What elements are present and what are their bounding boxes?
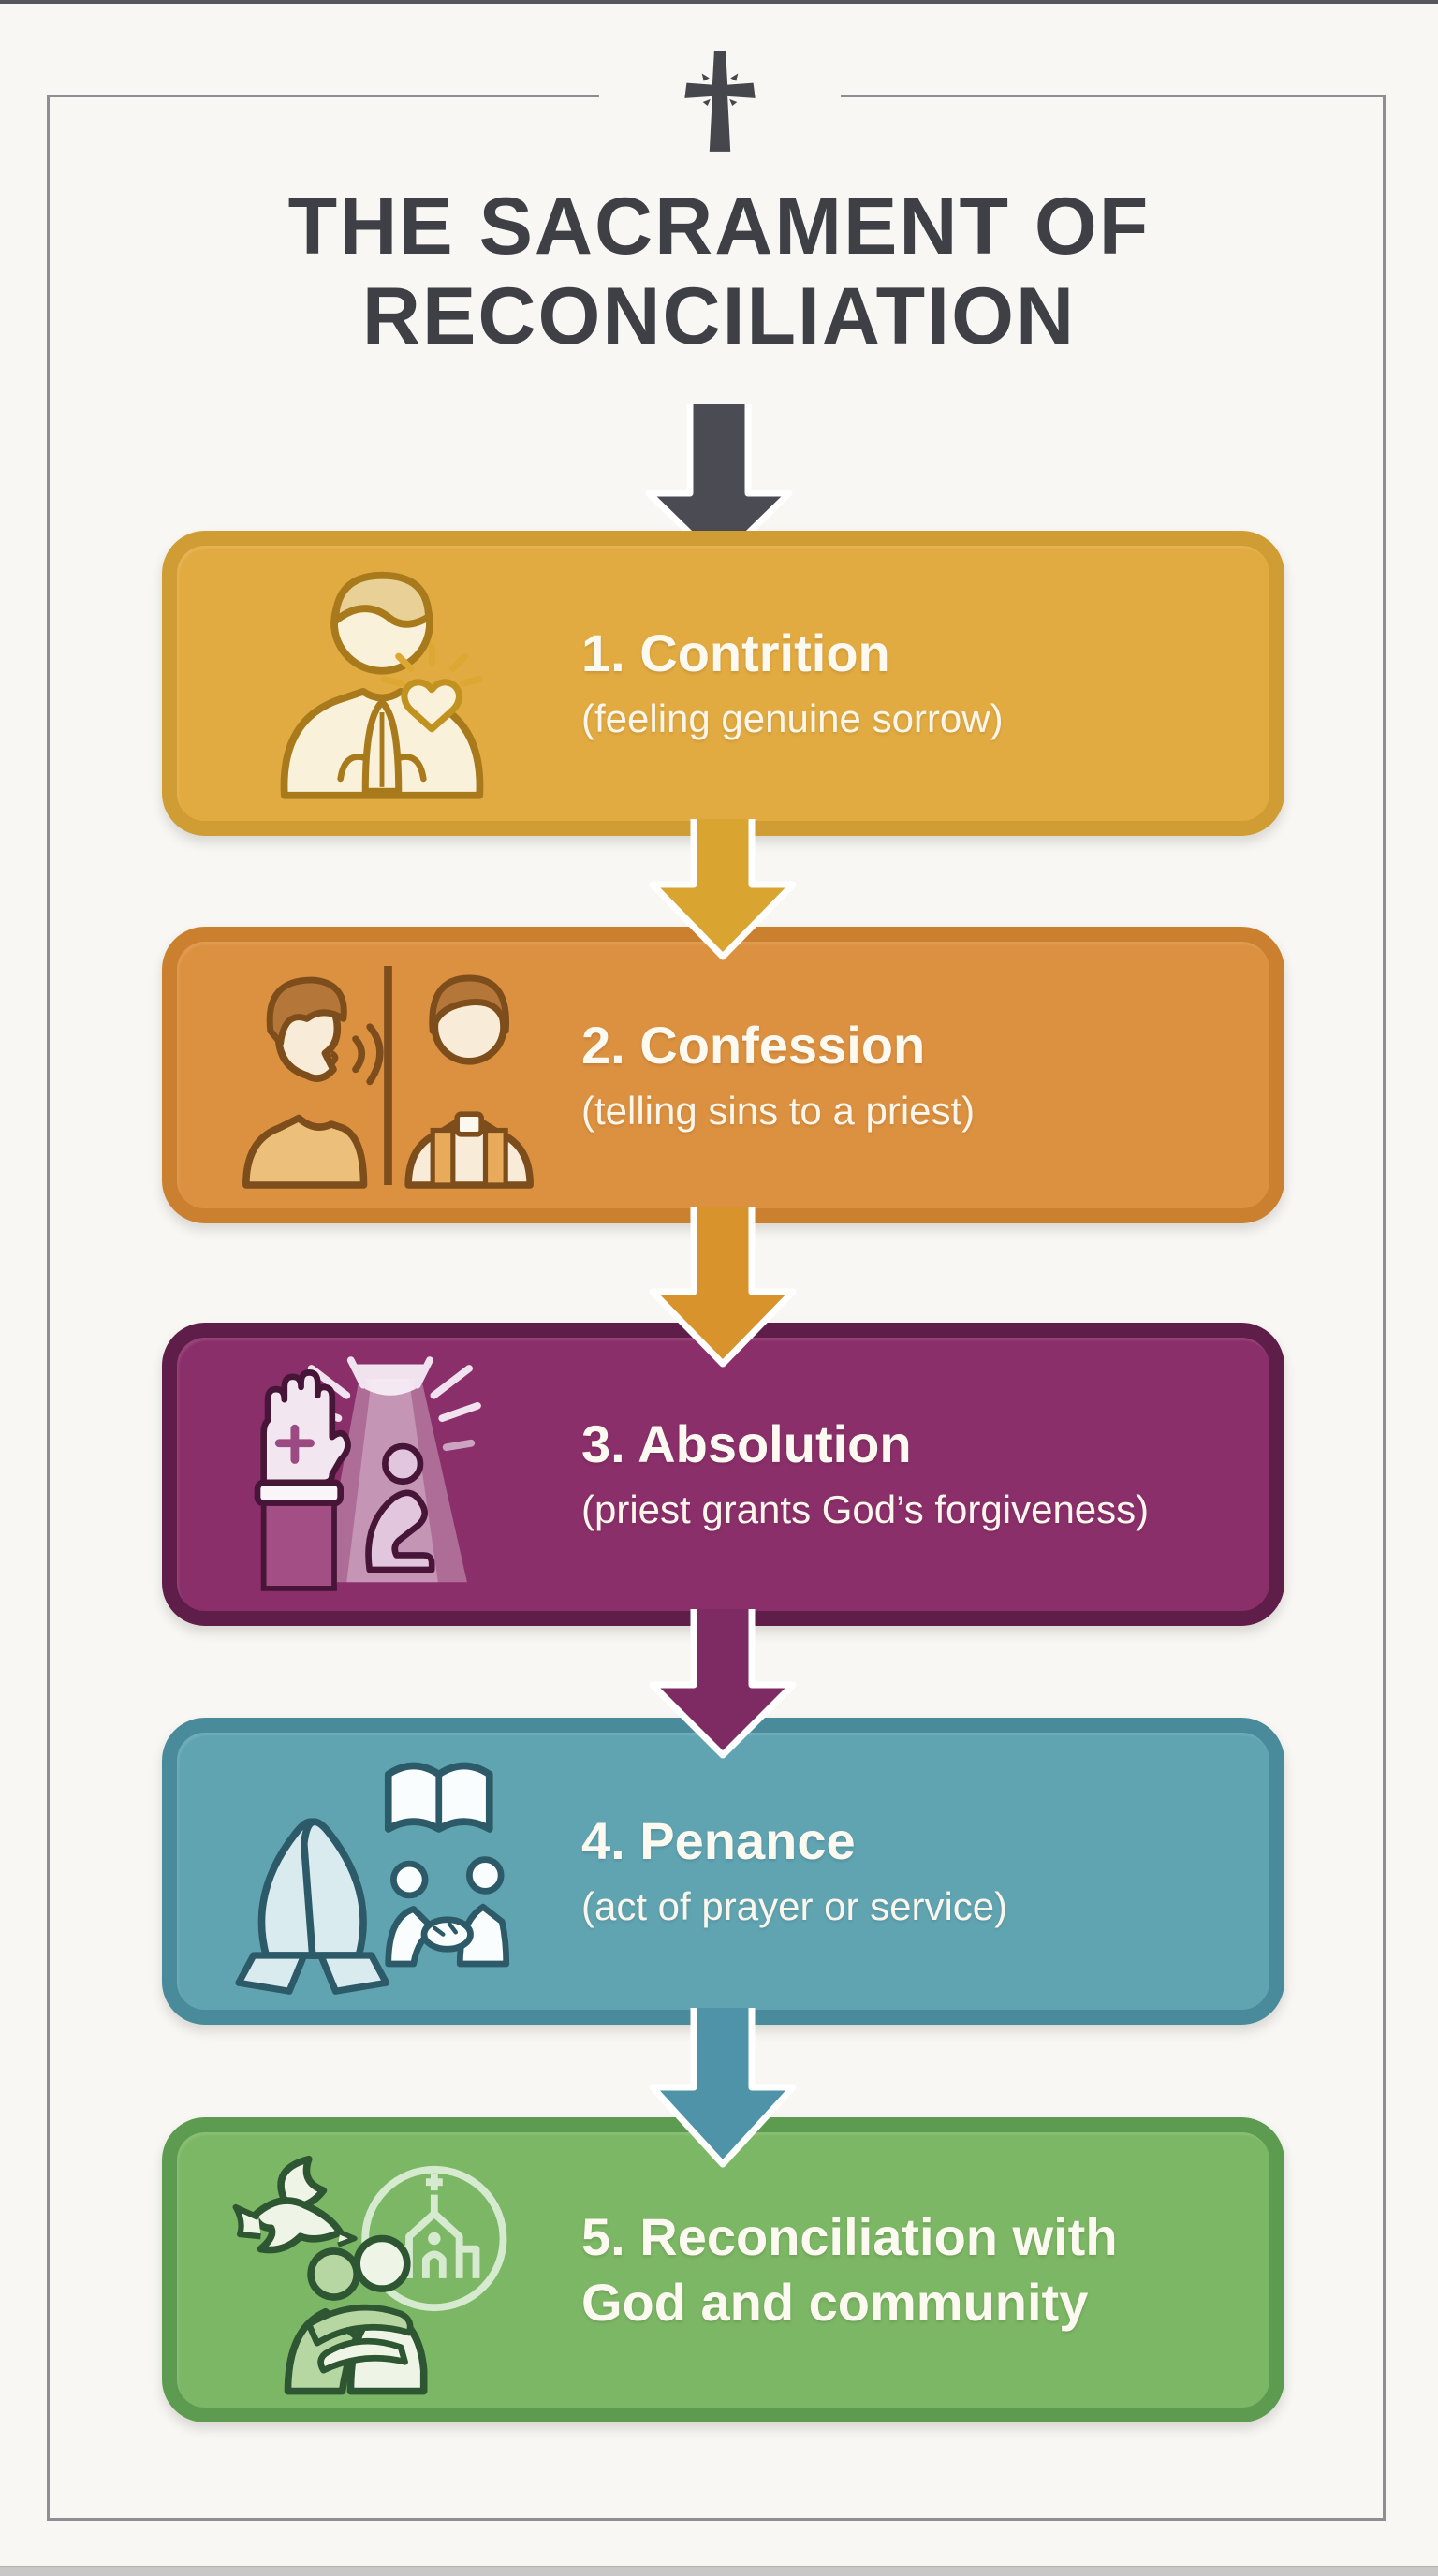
step-subtitle: (priest grants God’s forgiveness) xyxy=(581,1487,1150,1531)
step-heading: 1. Contrition xyxy=(581,623,890,682)
step-card-absolution: 3. Absolution (priest grants God’s forgi… xyxy=(162,1323,1284,1626)
bottom-strip xyxy=(0,2566,1438,2576)
step-card-confession: 2. Confession (telling sins to a priest) xyxy=(162,927,1284,1223)
step-heading: 5. Reconciliation with xyxy=(581,2207,1118,2266)
page-title: THE SACRAMENT OF RECONCILIATION xyxy=(0,182,1438,361)
step-heading: 4. Penance xyxy=(581,1811,856,1870)
step-subtitle: (telling sins to a priest) xyxy=(581,1088,976,1133)
top-edge-line xyxy=(0,0,1438,4)
step-card-reconciliation: 5. Reconciliation with God and community xyxy=(162,2117,1284,2422)
step-subtitle: (act of prayer or service) xyxy=(581,1884,1008,1928)
blessing-hand-light-beam-icon xyxy=(209,1338,555,1611)
intro-down-arrow xyxy=(645,404,793,565)
connector-arrow-4-5 xyxy=(649,2008,797,2168)
step-heading-line2: God and community xyxy=(581,2273,1089,2332)
praying-person-with-heart-icon xyxy=(209,546,555,821)
connector-arrow-2-3 xyxy=(649,1207,797,1368)
praying-hands-book-service-icon xyxy=(209,1733,555,2010)
step-heading: 3. Absolution xyxy=(581,1414,912,1473)
page-title-line2: RECONCILIATION xyxy=(361,271,1077,361)
page-title-line1: THE SACRAMENT OF xyxy=(287,182,1151,271)
penitent-speaking-to-priest-icon xyxy=(209,942,555,1208)
step-card-penance: 4. Penance (act of prayer or service) xyxy=(162,1718,1284,2025)
step-heading: 2. Confession xyxy=(581,1015,926,1075)
cross-icon xyxy=(684,51,756,152)
connector-arrow-3-4 xyxy=(649,1609,797,1759)
connector-arrow-1-2 xyxy=(649,819,797,960)
dove-embrace-church-icon xyxy=(209,2132,555,2408)
step-subtitle: (feeling genuine sorrow) xyxy=(581,696,1004,740)
step-card-contrition: 1. Contrition (feeling genuine sorrow) xyxy=(162,531,1284,836)
